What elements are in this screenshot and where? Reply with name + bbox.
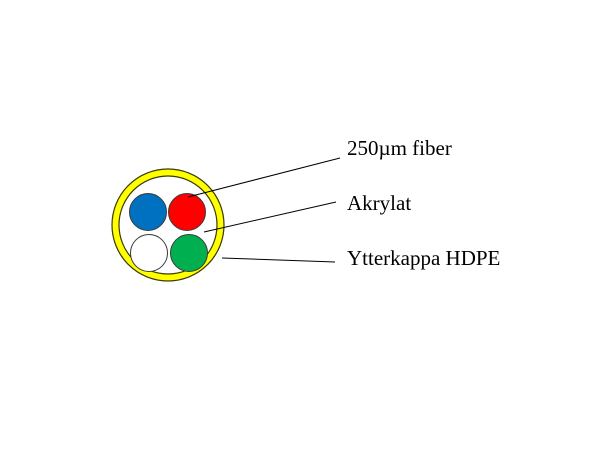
fiber-leader-line bbox=[187, 157, 341, 198]
acrylate-label: Akrylat bbox=[347, 191, 411, 215]
jacket-leader-line bbox=[221, 257, 336, 263]
white-fiber bbox=[130, 234, 168, 272]
green-fiber bbox=[170, 234, 208, 272]
acrylate-leader-line bbox=[203, 201, 337, 233]
labels: 250µm fiber Akrylat Ytterkappa HDPE bbox=[347, 136, 500, 270]
fiber-label: 250µm fiber bbox=[347, 136, 452, 160]
cable-cross-section bbox=[111, 168, 225, 282]
red-fiber bbox=[168, 193, 206, 231]
leader-lines bbox=[187, 157, 341, 263]
blue-fiber bbox=[129, 193, 167, 231]
jacket-label: Ytterkappa HDPE bbox=[347, 246, 500, 270]
